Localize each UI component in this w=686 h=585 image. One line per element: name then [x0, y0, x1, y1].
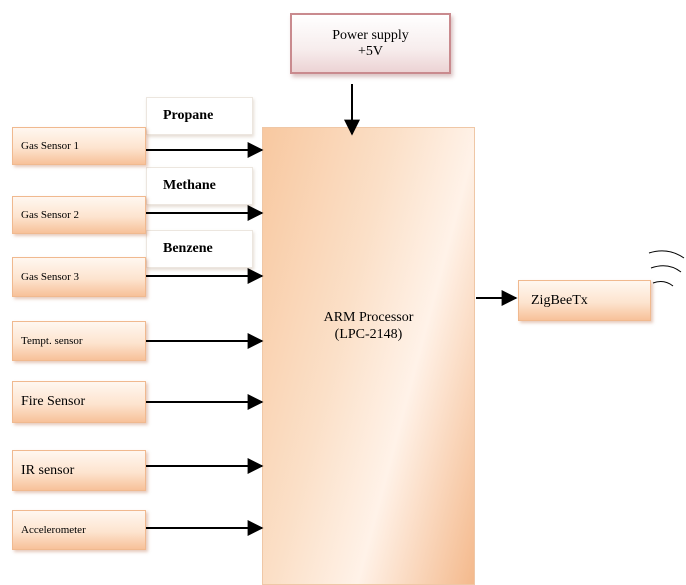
power-supply-label: Power supply	[332, 27, 409, 43]
temperature-sensor-label: Tempt. sensor	[21, 335, 83, 347]
temperature-sensor-block: Tempt. sensor	[12, 321, 146, 361]
gas-sensor-2-label: Gas Sensor 2	[21, 209, 80, 221]
accelerometer-block: Accelerometer	[12, 510, 146, 550]
fire-sensor-label: Fire Sensor	[21, 394, 86, 409]
zigbee-tx-block: ZigBeeTx	[518, 280, 651, 321]
gas-label-propane: Propane	[146, 97, 253, 135]
processor-name: ARM Processor	[323, 310, 414, 325]
ir-sensor-label: IR sensor	[21, 462, 75, 478]
processor-model: (LPC-2148)	[334, 327, 403, 342]
gas-sensor-3-block: Gas Sensor 3	[12, 257, 146, 297]
power-supply-voltage: +5V	[357, 43, 383, 59]
gas-sensor-1-label: Gas Sensor 1	[21, 140, 80, 152]
processor-text: ARM Processor (LPC-2148)	[324, 309, 414, 343]
fire-sensor-block: Fire Sensor	[12, 381, 146, 423]
arm-processor-block: ARM Processor (LPC-2148)	[262, 127, 475, 585]
ir-sensor-block: IR sensor	[12, 450, 146, 491]
zigbee-tx-label: ZigBeeTx	[531, 292, 588, 308]
gas-sensor-1-block: Gas Sensor 1	[12, 127, 146, 165]
wireless-signal-icon	[648, 250, 685, 287]
gas-label-methane: Methane	[146, 167, 253, 205]
power-supply-block: Power supply +5V	[290, 13, 451, 74]
gas-sensor-2-block: Gas Sensor 2	[12, 196, 146, 234]
gas-sensor-3-label: Gas Sensor 3	[21, 271, 80, 283]
gas-label-benzene: Benzene	[146, 230, 253, 268]
accelerometer-label: Accelerometer	[21, 524, 86, 536]
